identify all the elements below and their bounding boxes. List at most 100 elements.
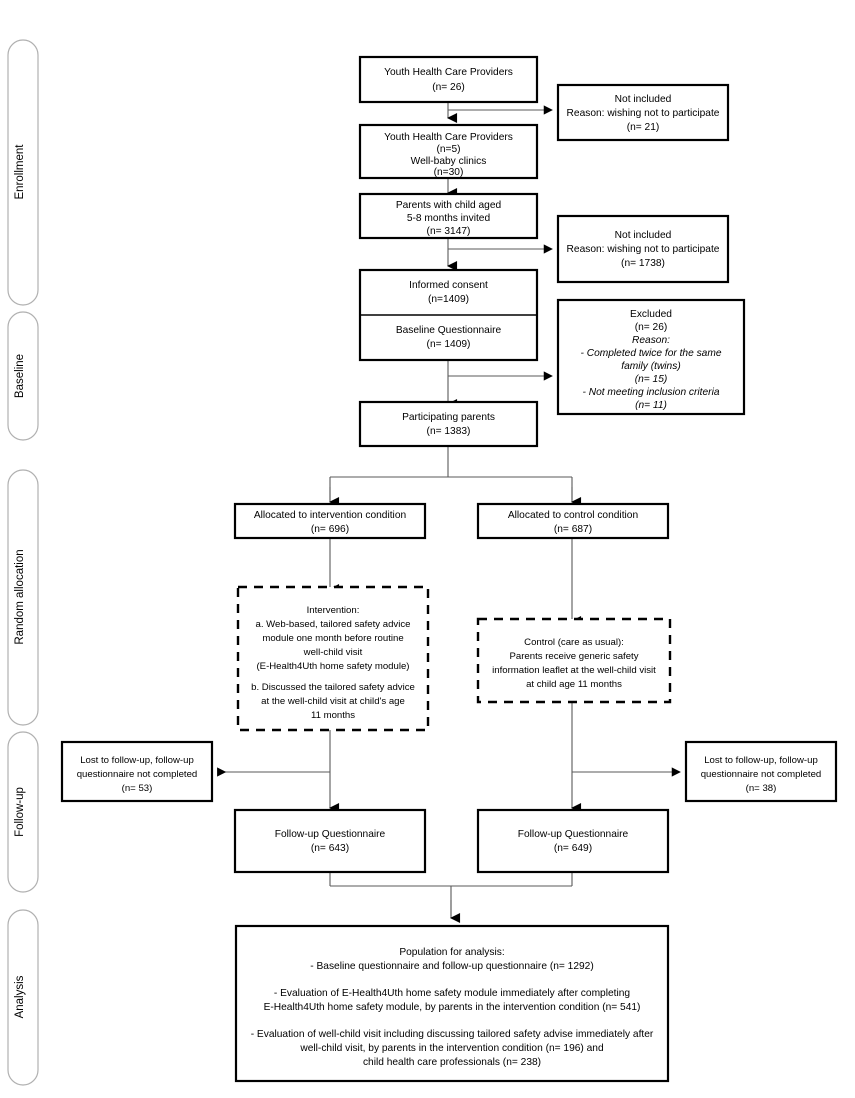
node-line: well-child visit [303,647,363,658]
node-consent-baseline: Informed consent (n=1409) Baseline Quest… [358,268,539,362]
node-line: - Not meeting inclusion criteria [582,387,719,398]
stage-label-random-allocation: Random allocation [14,549,26,644]
node-line: Participating parents [402,412,495,423]
node-line: - Evaluation of well-child visit includi… [251,1029,654,1040]
node-not-included-providers: Not included Reason: wishing not to part… [556,83,730,142]
node-line: (n= 1409) [427,339,471,350]
node-providers-invited: Youth Health Care Providers (n= 26) [358,55,539,104]
node-line: Allocated to intervention condition [254,510,406,521]
node-line: Intervention: [307,605,360,616]
node-line: Follow-up Questionnaire [518,829,629,840]
node-line: questionnaire not completed [701,769,822,780]
node-box [358,400,539,448]
stage-enrollment: Enrollment [7,39,39,306]
node-line: Not included [615,94,672,105]
node-line: information leaflet at the well-child vi… [492,665,656,676]
node-line: Control (care as usual): [524,637,624,648]
node-box [234,924,670,1083]
node-line: (n= 26) [432,82,465,93]
node-line: - Evaluation of E-Health4Uth home safety… [274,988,631,999]
node-line: (n= 38) [746,783,777,794]
node-line: 5-8 months invited [407,213,491,224]
connector-analysis-merge [329,872,573,916]
stage-capsule-follow-up [7,731,39,893]
node-line: Youth Health Care Providers [384,67,513,78]
stage-rail: Enrollment Baseline Random allocation Fo… [7,39,39,1086]
stage-capsule-baseline [7,311,39,441]
node-line: (n=30) [434,167,464,178]
node-box [358,123,539,180]
node-box-dashed [236,585,430,732]
node-line: questionnaire not completed [77,769,198,780]
node-not-included-parents: Not included Reason: wishing not to part… [556,214,730,284]
stage-follow-up: Follow-up [7,731,39,893]
node-line: Reason: wishing not to participate [567,244,720,255]
node-box [233,502,427,540]
node-line: (n= 1738) [621,258,665,269]
node-box [358,55,539,104]
node-line: (n= 696) [311,524,349,535]
node-parents-invited: Parents with child aged 5-8 months invit… [358,192,539,240]
node-line: Baseline Questionnaire [396,325,502,336]
node-line: Well-baby clinics [411,156,487,167]
node-line: at child age 11 months [526,679,622,690]
stage-capsule-random-allocation [7,469,39,726]
stage-analysis: Analysis [7,909,39,1086]
node-line: at the well-child visit at child's age [261,696,405,707]
node-line: Parents receive generic safety [509,651,638,662]
node-line: (n= 15) [635,374,668,385]
node-excluded: Excluded (n= 26) Reason: - Completed twi… [556,298,746,416]
node-followup-control: Follow-up Questionnaire (n= 649) [476,808,670,874]
node-box [233,808,427,874]
node-line: (n= 1383) [427,426,471,437]
node-box [556,298,746,416]
node-allocated-intervention: Allocated to intervention condition (n= … [233,502,427,540]
node-line: Reason: wishing not to participate [567,108,720,119]
stage-label-analysis: Analysis [14,975,26,1018]
node-box [476,502,670,540]
node-line: - Completed twice for the same [581,348,722,359]
node-box-dashed [476,617,672,704]
node-line: - Baseline questionnaire and follow-up q… [310,961,593,972]
node-box [684,740,838,803]
node-lost-intervention: Lost to follow-up, follow-up questionnai… [60,740,214,803]
node-line: (n= 21) [627,122,660,133]
stage-label-follow-up: Follow-up [14,787,26,837]
node-line: Reason: [632,335,670,346]
node-analysis-population: Population for analysis: - Baseline ques… [234,924,670,1083]
node-box [556,83,730,142]
node-line: 11 months [311,710,355,721]
node-line: (n= 687) [554,524,592,535]
node-line: (n=1409) [428,294,469,305]
node-line: (n= 11) [635,400,667,411]
node-lost-control: Lost to follow-up, follow-up questionnai… [684,740,838,803]
stage-label-enrollment: Enrollment [14,144,26,200]
node-control-detail: Control (care as usual): Parents receive… [476,617,672,704]
node-intervention-detail: Intervention: a. Web-based, tailored saf… [236,585,430,732]
node-line: Follow-up Questionnaire [275,829,386,840]
stage-label-baseline: Baseline [14,354,26,398]
node-allocated-control: Allocated to control condition (n= 687) [476,502,670,540]
node-line: b. Discussed the tailored safety advice [251,682,415,693]
node-box [358,192,539,240]
node-line: (n= 643) [311,843,349,854]
node-line: (n=5) [436,144,460,155]
node-line: child health care professionals (n= 238) [363,1057,541,1068]
node-line: Allocated to control condition [508,510,638,521]
stage-random-allocation: Random allocation [7,469,39,726]
node-line: Youth Health Care Providers [384,132,513,143]
node-line: (n= 53) [122,783,153,794]
node-line: (E-Health4Uth home safety module) [256,661,409,672]
node-line: (n= 3147) [427,226,471,237]
node-line: Excluded [630,309,672,320]
node-line: a. Web-based, tailored safety advice [255,619,410,630]
node-line: module one month before routine [262,633,403,644]
node-line: Population for analysis: [399,947,504,958]
node-line: (n= 26) [635,322,668,333]
node-line: Informed consent [409,280,488,291]
connector-allocation-split [329,446,573,500]
node-box [556,214,730,284]
node-line: Parents with child aged [396,200,502,211]
node-line: family (twins) [621,361,680,372]
